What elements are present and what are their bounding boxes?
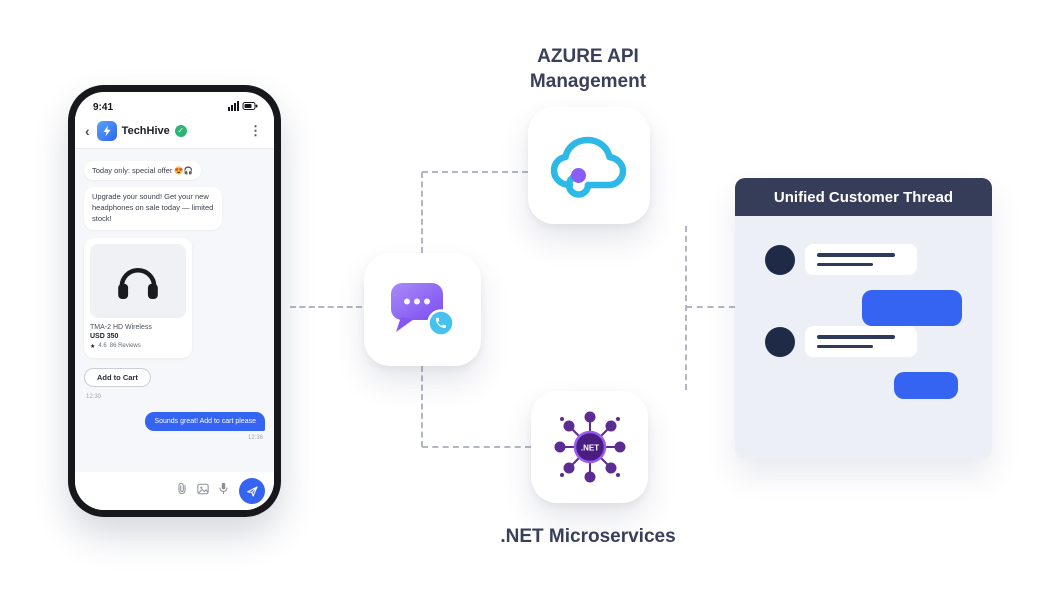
connector-phone-to-chat (290, 306, 362, 308)
unified-card-body (735, 216, 992, 459)
azure-api-management-icon-card (528, 107, 650, 224)
connector-chat-down (421, 366, 423, 447)
send-button[interactable] (239, 478, 265, 504)
product-rating: ★ 4.6 86 Reviews (90, 343, 186, 350)
product-image (90, 243, 186, 318)
dotnet-badge-text: .NET (580, 444, 598, 453)
incoming-timestamp: 12:30 (86, 393, 102, 400)
status-time: 9:41 (93, 102, 114, 113)
chat-body: Today only: special offer 😍🎧 Upgrade you… (75, 149, 274, 472)
skeleton-line (817, 344, 873, 348)
status-icons (228, 101, 258, 114)
azure-cloud-icon (550, 136, 627, 198)
connector-chat-up (421, 172, 423, 253)
connector-to-azure (422, 171, 528, 173)
paper-plane-icon (246, 485, 258, 497)
more-menu-icon[interactable]: ⋮ (249, 123, 262, 138)
verified-badge-icon: ✓ (174, 125, 187, 137)
chat-header: ‹ TechHive ✓ ⋮ (75, 116, 274, 149)
product-card: TMA-2 HD Wireless USD 350 ★ 4.6 86 Revie… (84, 237, 192, 358)
product-name: TMA-2 HD Wireless (90, 323, 152, 331)
unified-card-title: Unified Customer Thread (773, 188, 954, 206)
star-icon: ★ (90, 343, 96, 350)
incoming-thread-row (765, 326, 962, 357)
chat-phone-icon (390, 282, 455, 337)
outgoing-message-skeleton (862, 290, 962, 326)
promo-short-bubble: Today only: special offer 😍🎧 (84, 161, 202, 180)
avatar (765, 326, 795, 357)
unified-customer-thread-card: Unified Customer Thread (735, 178, 992, 459)
azure-label-line2: Management (529, 71, 647, 92)
outgoing-message-bubble: Sounds great! Add to cart please (145, 411, 265, 431)
contact-name: TechHive (121, 125, 170, 137)
dotnet-network-icon: .NET (554, 411, 625, 483)
avatar (765, 244, 795, 275)
connector-to-unified-card (686, 306, 735, 308)
mic-icon[interactable] (218, 482, 229, 500)
skeleton-line (817, 253, 895, 257)
incoming-thread-row (765, 244, 962, 275)
azure-label-line1: AZURE API (537, 46, 639, 67)
status-bar: 9:41 (75, 92, 274, 116)
incoming-message-skeleton (805, 326, 917, 357)
photo-icon[interactable] (197, 482, 209, 500)
rating-value: 4.6 (98, 343, 107, 350)
dotnet-microservices-label: .NET Microservices (500, 526, 676, 547)
connector-services-join (685, 226, 687, 390)
skeleton-line (817, 335, 895, 339)
dotnet-microservices-icon-card: .NET (531, 391, 648, 503)
skeleton-line (817, 262, 873, 266)
phone-screen: 9:41 ‹ (75, 92, 274, 510)
techhive-logo (96, 121, 117, 141)
incoming-message-skeleton (805, 244, 917, 275)
back-chevron-icon[interactable]: ‹ (85, 123, 90, 139)
phone-mockup: 9:41 ‹ (68, 85, 281, 517)
promo-long-bubble: Upgrade your sound! Get your new headpho… (84, 187, 222, 230)
attachment-icon[interactable] (176, 482, 188, 500)
headphones-icon (118, 267, 158, 299)
reviews-count: 86 Reviews (109, 343, 141, 350)
message-input-bar (75, 472, 274, 510)
chat-channel-icon-card (364, 253, 481, 366)
input-icons (176, 482, 229, 500)
azure-api-management-label: AZURE API Management (488, 44, 688, 94)
connector-to-dotnet (422, 446, 531, 448)
add-to-cart-button[interactable]: Add to Cart (84, 367, 151, 387)
outgoing-timestamp: 12:36 (247, 434, 263, 441)
outgoing-message-skeleton (894, 372, 958, 399)
product-price: USD 350 (90, 332, 119, 340)
signal-battery-icon (228, 101, 258, 111)
unified-card-header: Unified Customer Thread (735, 178, 992, 216)
